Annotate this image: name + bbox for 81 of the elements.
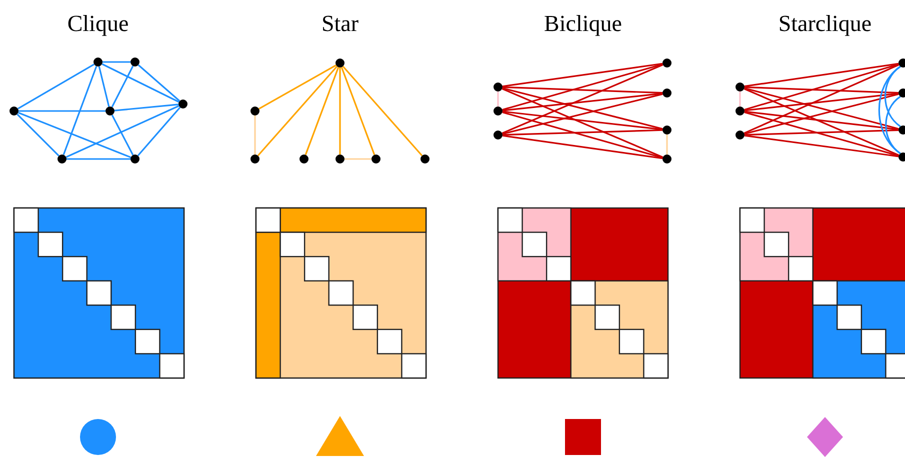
edge-line <box>102 63 180 103</box>
edge-line <box>257 66 338 156</box>
edge-line <box>344 158 372 160</box>
edge-line <box>102 61 130 63</box>
edge-arc <box>885 96 901 154</box>
edge-line <box>114 104 179 112</box>
edge-line <box>744 93 899 135</box>
edge-line <box>304 66 340 156</box>
edge-line <box>17 64 95 110</box>
edge-line <box>502 87 663 130</box>
edge-line <box>497 92 499 106</box>
edge-line <box>138 64 180 102</box>
edge-line <box>502 92 663 112</box>
edge-arc <box>878 66 901 154</box>
vertex-dot <box>10 106 18 116</box>
edge-line <box>66 105 180 158</box>
edge-line <box>502 64 664 134</box>
edge-line <box>502 134 663 160</box>
edge-line <box>502 111 663 159</box>
edge-line <box>666 134 668 154</box>
edge-line <box>16 114 60 156</box>
graph-title: Starclique <box>778 10 872 38</box>
vertex-dot <box>494 82 502 92</box>
edge-line <box>340 66 376 156</box>
vertex-dot <box>300 154 308 164</box>
vertex-dot <box>662 154 672 164</box>
edge-line <box>502 110 663 130</box>
vertex-dot <box>662 88 672 98</box>
edge-line <box>744 110 899 130</box>
edge-line <box>18 110 106 112</box>
edge-line <box>744 87 899 130</box>
edge-line <box>744 86 899 94</box>
edge-line <box>502 93 663 135</box>
edge-line <box>111 114 134 156</box>
vertex-dot <box>736 106 744 116</box>
edge-line <box>502 129 663 136</box>
edge-line <box>502 86 663 94</box>
vertex-dot <box>130 154 140 164</box>
vertex-dot <box>94 58 102 66</box>
vertex-dot <box>494 130 502 140</box>
edge-line <box>18 112 132 158</box>
vertex-dot <box>250 154 260 164</box>
vertex-dot <box>58 154 66 164</box>
vertex-dot <box>736 82 744 92</box>
edge-line <box>62 66 98 156</box>
vertex-dot <box>336 58 344 68</box>
edge-line <box>342 66 423 156</box>
edge-line <box>744 62 899 88</box>
edge-line <box>137 106 181 156</box>
edge-line <box>502 88 664 158</box>
edge-line <box>744 129 899 136</box>
vertex-dot <box>130 58 140 66</box>
vertex-dot <box>106 106 114 116</box>
vertex-dot <box>336 154 344 164</box>
vertex-dot <box>662 58 672 68</box>
edge-line <box>339 68 341 154</box>
graph-title: Biclique <box>544 10 622 38</box>
vertex-dot <box>178 100 188 108</box>
graph-title: Clique <box>67 10 129 38</box>
edge-line <box>744 88 900 156</box>
vertex-dot <box>420 154 430 164</box>
edge-arc <box>884 66 901 128</box>
edge-line <box>744 64 900 134</box>
vertex-dot <box>736 130 744 140</box>
vertex-dot <box>372 154 380 164</box>
edge-line <box>111 66 134 108</box>
edge-line <box>502 63 663 111</box>
edge-line <box>744 92 899 112</box>
vertex-dot <box>494 106 502 116</box>
vertex-dot <box>662 126 672 134</box>
graph-title: Star <box>321 10 359 38</box>
edge-line <box>744 64 899 110</box>
edge-line <box>66 158 130 160</box>
edge-line <box>739 92 741 106</box>
vertex-dot <box>250 106 260 116</box>
edge-line <box>502 62 663 88</box>
edge-line <box>254 116 256 154</box>
edge-line <box>258 64 336 110</box>
edge-line <box>744 134 899 158</box>
edge-line <box>98 66 110 107</box>
edge-line <box>744 111 899 157</box>
